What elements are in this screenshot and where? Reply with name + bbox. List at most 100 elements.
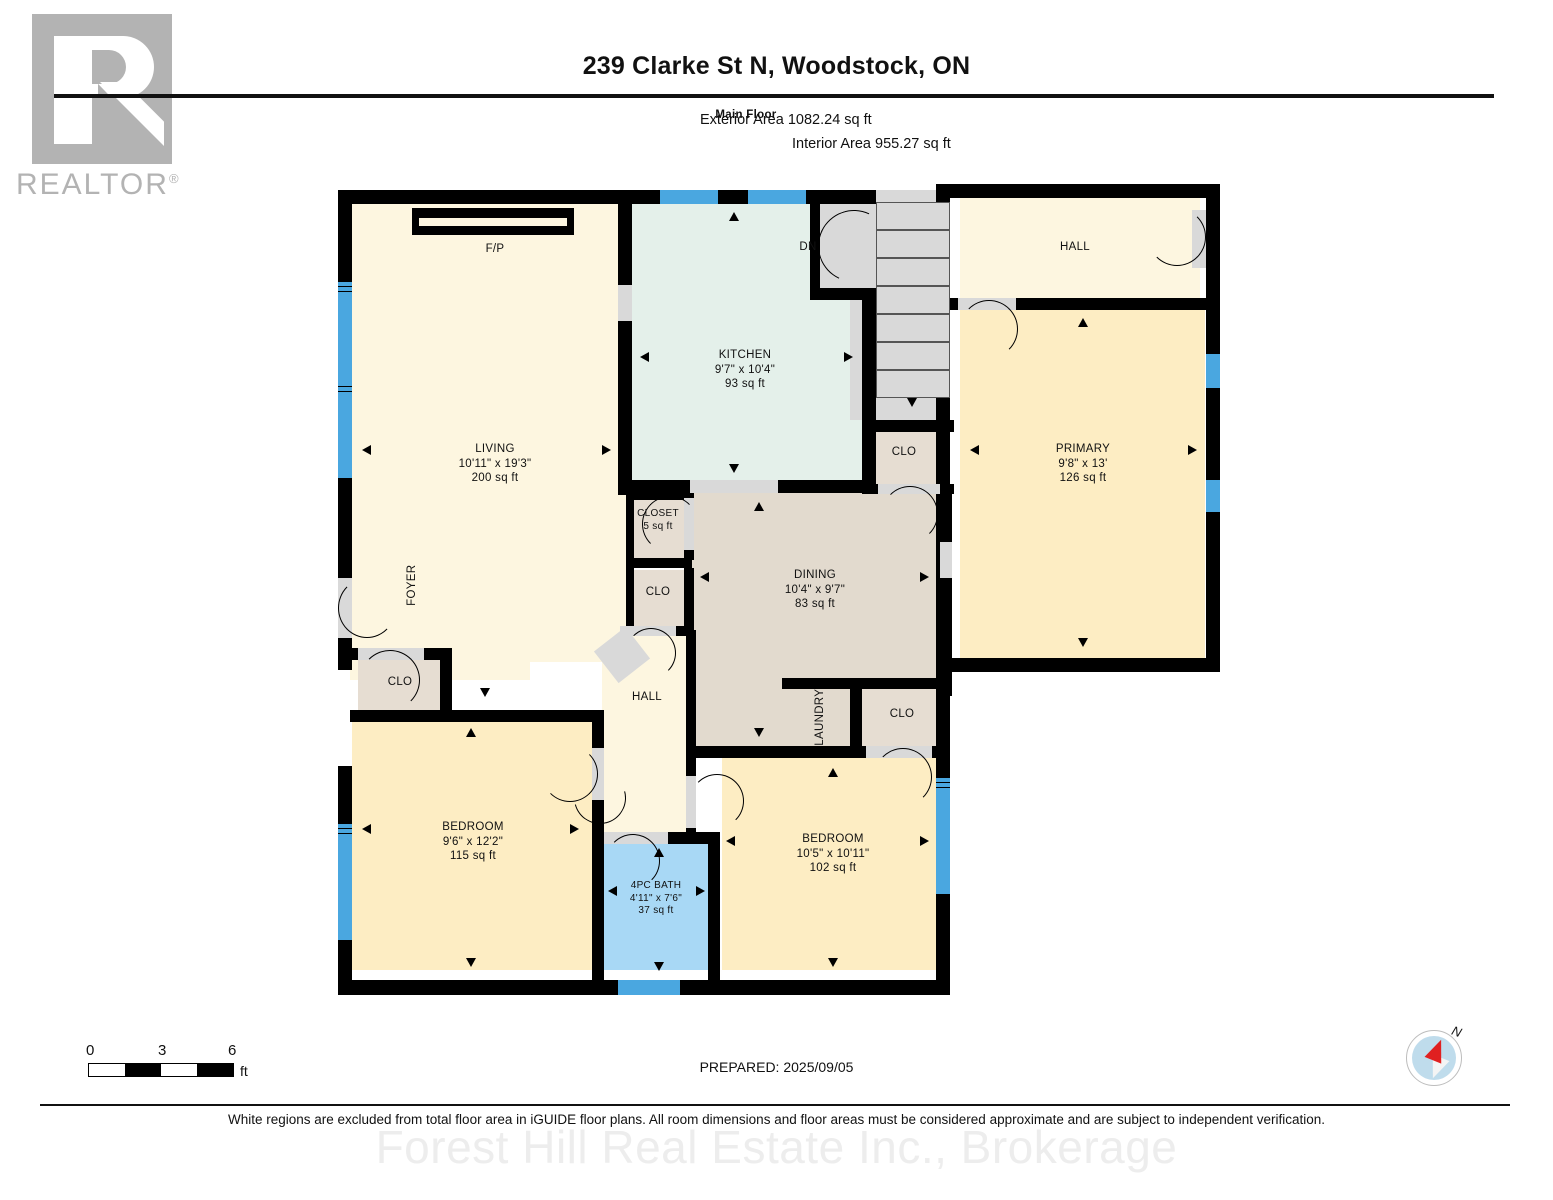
room-clo-stair: [870, 430, 948, 490]
scale-unit: ft: [240, 1063, 248, 1079]
swing-clo-laundry: [874, 748, 932, 806]
door-hall-bath[interactable]: [604, 832, 668, 844]
label-fireplace-name: F/P: [485, 243, 505, 255]
wall-top-left: [338, 190, 876, 204]
wall-right-wing-right2: [1206, 388, 1220, 480]
scale-segment-light: [89, 1064, 125, 1076]
label-hall-top: HALL: [1020, 240, 1130, 255]
door-hall-bedleft[interactable]: [592, 748, 604, 800]
wall-dn-bottom: [810, 288, 876, 300]
label-clo-mid: CLO: [630, 585, 686, 600]
fireplace-face: [412, 226, 574, 235]
dim-arrow-foyer-bottom: [480, 688, 490, 697]
wall-closet-mid: [626, 558, 692, 568]
label-foyer: FOYER: [405, 555, 420, 615]
dim-arrow-dining-right: [920, 572, 929, 582]
dim-arrow-bedleft-left: [362, 824, 371, 834]
label-primary-name: PRIMARY: [1055, 443, 1111, 455]
label-living-name: LIVING: [475, 443, 515, 455]
realtor-r-bowl-inner: [92, 50, 126, 84]
door-kitchen-dining[interactable]: [690, 480, 778, 493]
realtor-wordmark-text: REALTOR: [16, 168, 169, 201]
room-laundry: [788, 688, 850, 752]
window-primary-right-lower: [1206, 480, 1220, 512]
header-rule: [54, 94, 1494, 98]
wall-clo-stair-left: [864, 420, 874, 494]
door-closet[interactable]: [684, 498, 694, 550]
dim-arrow-dining-bottom: [754, 728, 764, 737]
label-closet-area: 5 sq ft: [643, 520, 673, 532]
exterior-area: Exterior Area 1082.24 sq ft: [700, 112, 872, 128]
room-primary: [960, 308, 1205, 658]
label-hall-mid-name: HALL: [632, 691, 662, 703]
label-hall-top-name: HALL: [1060, 241, 1090, 253]
label-bath-name: 4PC BATH: [630, 880, 682, 891]
realtor-r-stem: [54, 36, 92, 144]
label-bedroom-right-name: BEDROOM: [802, 833, 864, 845]
label-living-area: 200 sq ft: [471, 472, 519, 484]
wall-dining-right-a: [940, 494, 952, 542]
dim-arrow-bath-bottom: [654, 962, 664, 971]
swing-clo-mid: [626, 628, 676, 678]
stair-direction-arrow: [907, 398, 917, 407]
compass-north-label: N: [1449, 1022, 1464, 1041]
stair-tread: [876, 370, 950, 398]
door-clo-stair[interactable]: [878, 484, 940, 494]
label-bedroom-left-name: BEDROOM: [442, 821, 504, 833]
label-primary-dims: 9'8" x 13': [1058, 457, 1108, 470]
label-dining-dims: 10'4" x 9'7": [784, 583, 846, 596]
wall-bed-left-top: [350, 710, 600, 722]
dim-arrow-bedleft-top: [466, 728, 476, 737]
floor-label: Main Floor: [715, 109, 777, 121]
scale-tick-labels: 0 3 6: [70, 1042, 260, 1062]
disclaimer-text: White regions are excluded from total fl…: [227, 1112, 1326, 1127]
wall-right-wing-right1: [1206, 184, 1220, 354]
fireplace-hearth: [412, 208, 574, 218]
dim-arrow-primary-top: [1078, 318, 1088, 327]
dim-arrow-dining-top: [754, 502, 764, 511]
wall-hallmid-right: [686, 630, 696, 842]
dim-arrow-bath-top: [654, 848, 664, 857]
label-clo-mid-name: CLO: [645, 586, 671, 598]
wall-left-upper: [338, 190, 352, 282]
realtor-logo: REALTOR®: [14, 8, 214, 203]
label-primary: PRIMARY 9'8" x 13' 126 sq ft: [1008, 442, 1158, 486]
swing-hall-bedright: [690, 774, 744, 828]
stair-tread: [876, 286, 950, 314]
window-bedright-right: [936, 778, 950, 894]
door-hall-bedright[interactable]: [686, 776, 696, 828]
window-living-left-upper: [338, 282, 352, 382]
door-clo-left[interactable]: [358, 648, 424, 660]
floor-meta-row-interior: Interior Area 955.27 sq ft: [792, 132, 951, 156]
page-title: 239 Clarke St N, Woodstock, ON: [582, 52, 971, 80]
dim-arrow-bedleft-right: [570, 824, 579, 834]
dim-arrow-bedleft-bottom: [466, 958, 476, 967]
room-living: [350, 202, 630, 662]
door-hall-primary[interactable]: [958, 298, 1016, 310]
dim-arrow-living-left: [362, 445, 371, 455]
prepared-date: PREPARED: 2025/09/05: [699, 1059, 854, 1075]
door-clo-laundry[interactable]: [866, 746, 932, 758]
scale-tick-0: 0: [86, 1042, 95, 1059]
dim-arrow-bath-right: [696, 886, 705, 896]
door-dining-primary[interactable]: [940, 542, 952, 578]
dim-arrow-primary-left: [970, 445, 979, 455]
wall-dining-right-b: [940, 578, 952, 696]
wall-bath-right: [708, 832, 720, 982]
compass-disc: [1412, 1036, 1456, 1080]
label-bath-dims: 4'11" x 7'6": [629, 892, 683, 904]
fireplace-side-l: [412, 208, 419, 234]
dim-arrow-kitchen-bottom: [729, 464, 739, 473]
swing-front-foyer: [338, 578, 396, 638]
door-living-kitchen[interactable]: [618, 285, 632, 321]
wall-top-right-wing: [936, 184, 1220, 198]
door-hall-top-right[interactable]: [1192, 210, 1206, 268]
room-bath: [600, 840, 715, 970]
door-clo-mid[interactable]: [620, 626, 676, 636]
dim-arrow-bath-left: [608, 886, 617, 896]
wall-laundry-right: [850, 678, 862, 754]
swing-hall-primary: [960, 300, 1018, 358]
dim-arrow-bedright-bottom: [828, 958, 838, 967]
label-dining: DINING 10'4" x 9'7" 83 sq ft: [740, 568, 890, 612]
stair-tread: [876, 202, 950, 230]
